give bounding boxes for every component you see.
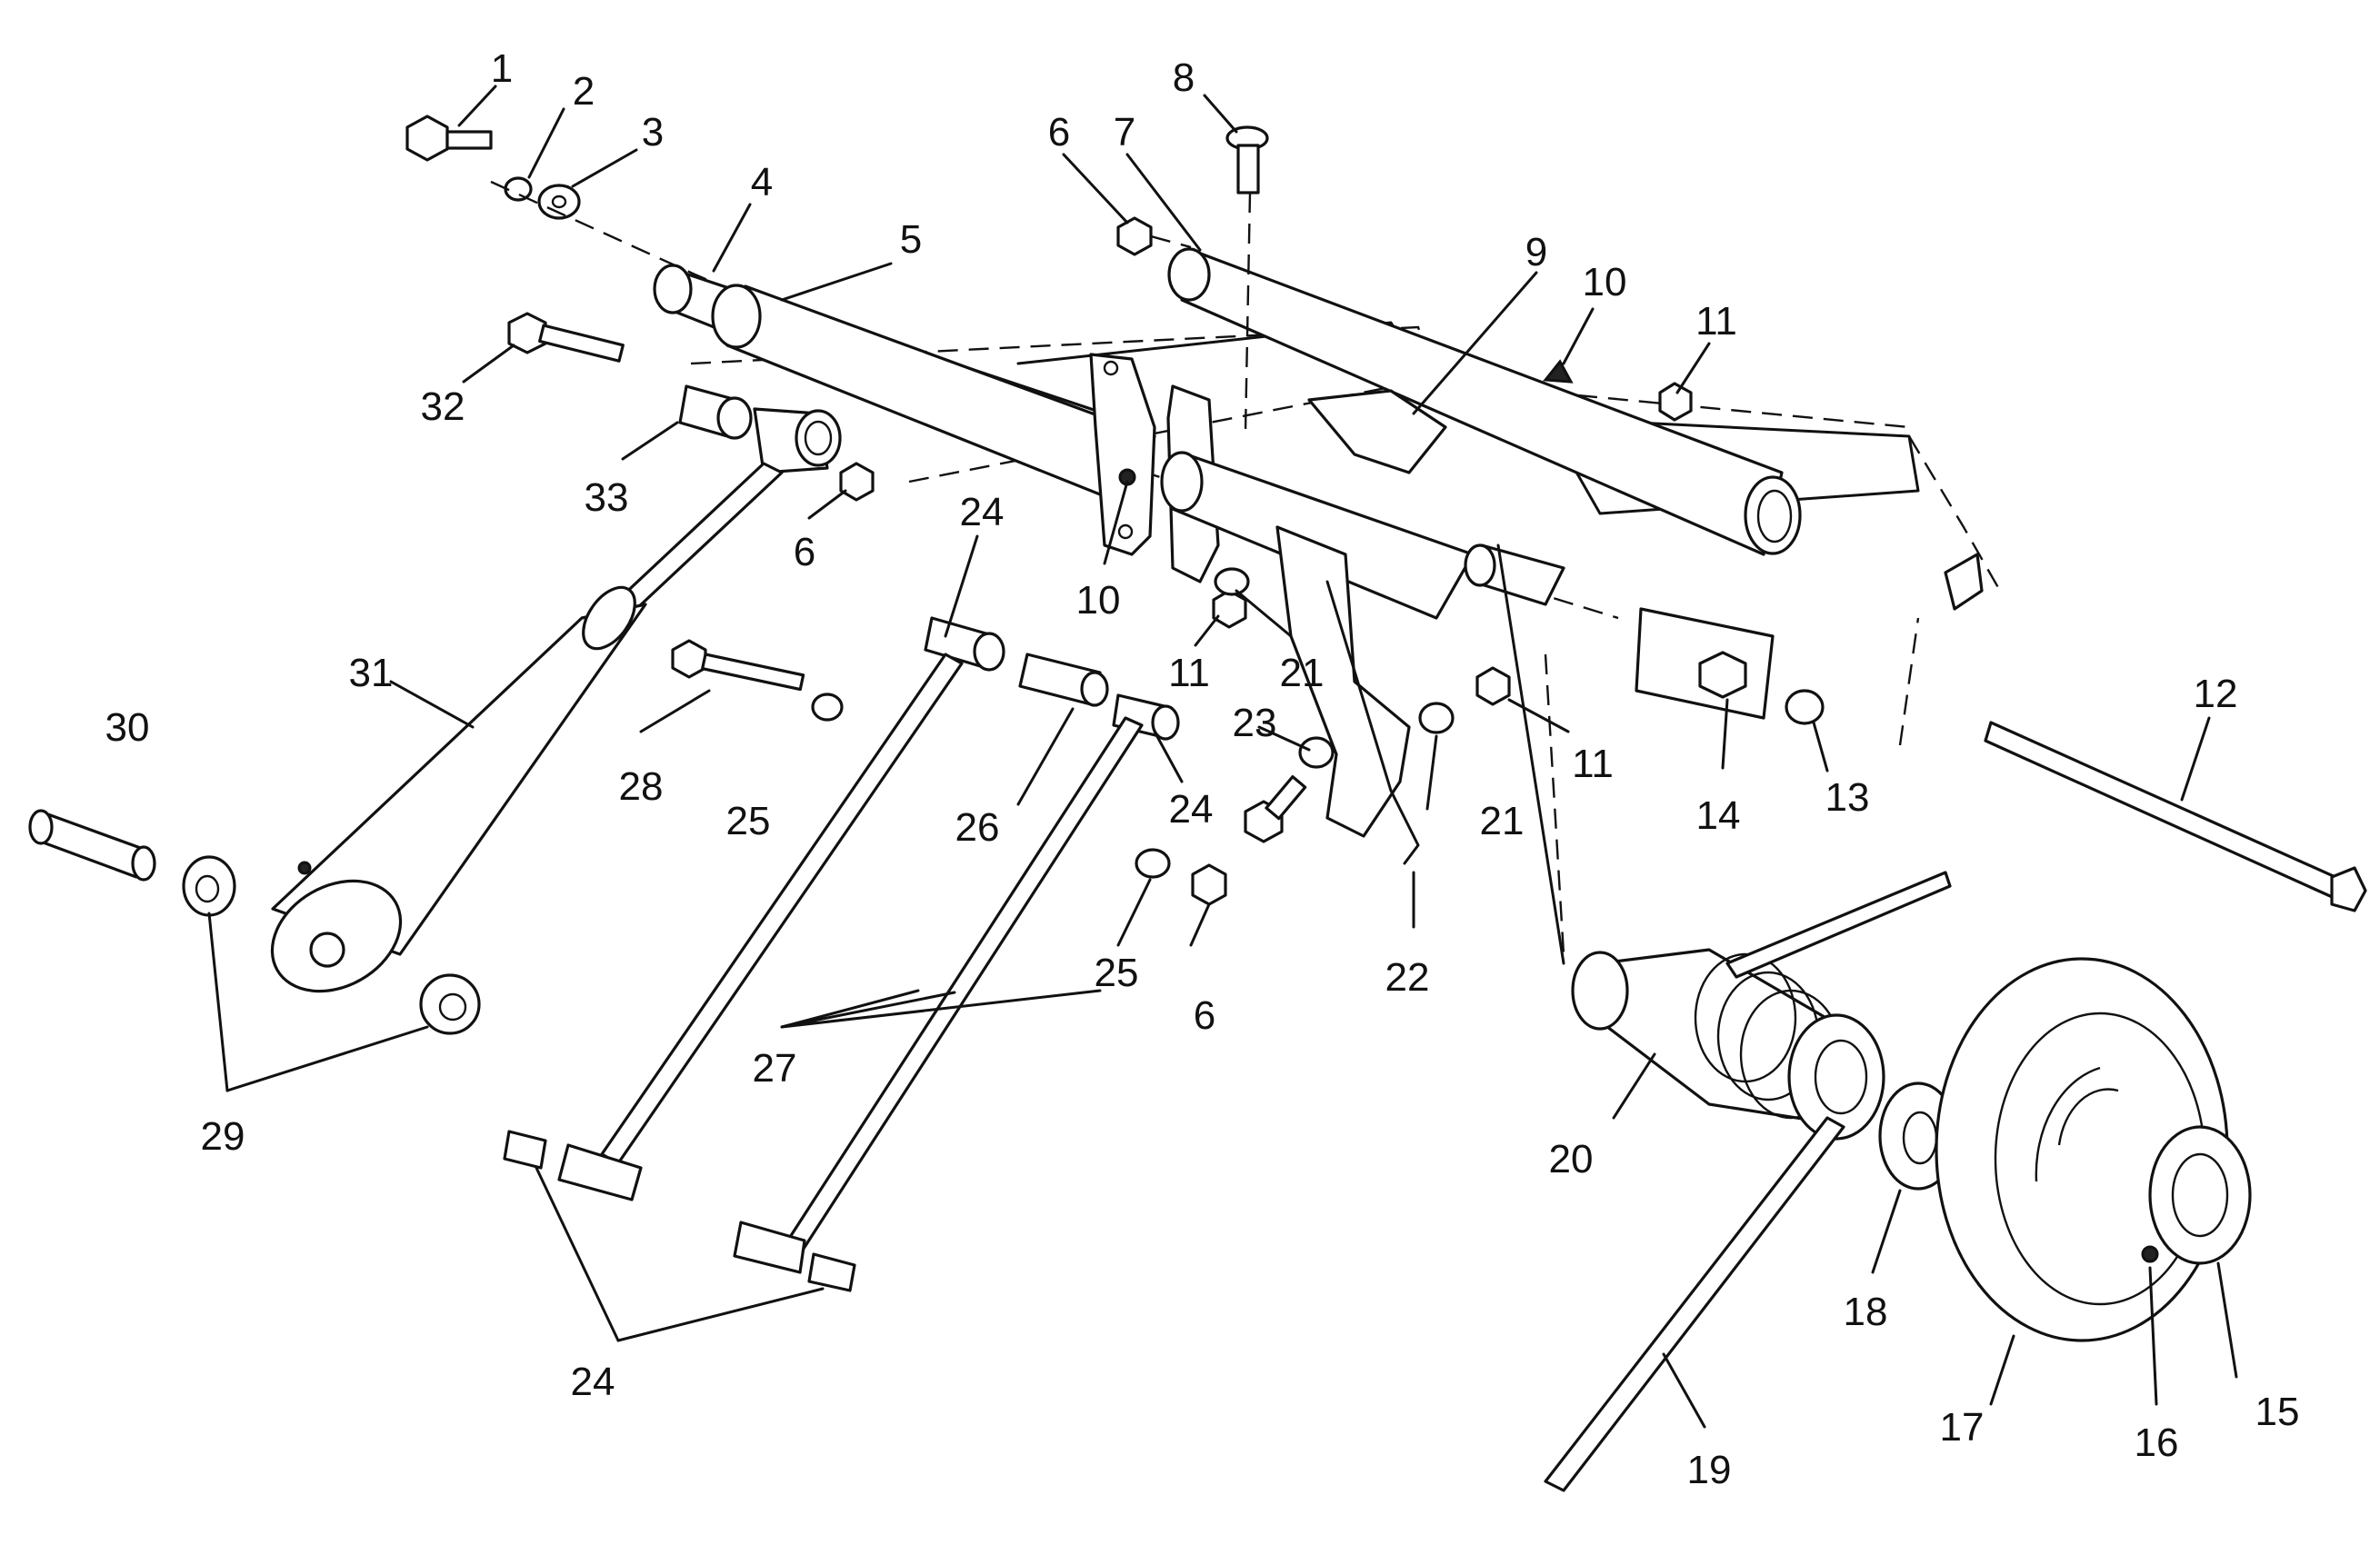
pivot-shaft <box>1160 451 1565 620</box>
label-8: 8 <box>1173 55 1195 100</box>
washer-25-left <box>811 693 844 722</box>
bolt-32 <box>507 312 625 363</box>
washer-21-left <box>1298 736 1335 769</box>
label-21-mid: 21 <box>1280 651 1325 695</box>
label-2: 2 <box>573 69 595 114</box>
label-24-bottom: 24 <box>571 1360 615 1404</box>
bolt-1 <box>405 115 493 162</box>
bolt-23 <box>1244 774 1307 843</box>
bushing-33 <box>678 384 753 440</box>
nut-11-top <box>1658 382 1693 422</box>
nut-11-mid <box>1212 589 1247 629</box>
label-30: 30 <box>105 705 150 750</box>
clip-10-top <box>1543 359 1574 384</box>
label-10-mid: 10 <box>1076 578 1121 623</box>
shock-31 <box>270 585 647 993</box>
label-28: 28 <box>619 764 664 809</box>
washer-21-top <box>1214 567 1250 596</box>
link-bottom-left <box>503 1130 643 1201</box>
callout-labels: 1 2 3 4 5 6 7 8 9 10 11 32 33 6 24 10 11… <box>105 46 2300 1492</box>
nut-6-left <box>839 462 875 502</box>
label-16: 16 <box>2135 1420 2179 1465</box>
label-20: 20 <box>1549 1137 1594 1181</box>
label-5: 5 <box>900 217 922 262</box>
label-12: 12 <box>2194 672 2238 716</box>
pin-30 <box>28 809 156 882</box>
label-15: 15 <box>2255 1390 2300 1434</box>
washer-25-right <box>1135 848 1171 879</box>
bracket-14 <box>1635 607 1775 720</box>
bushing-26 <box>1018 653 1109 707</box>
label-1: 1 <box>491 46 513 91</box>
nut-6-lower <box>1191 863 1227 906</box>
label-10-top: 10 <box>1583 260 1627 304</box>
link-bottom-right <box>733 1221 856 1292</box>
pin-16 <box>2141 1245 2159 1263</box>
label-18: 18 <box>1844 1290 1888 1334</box>
label-17: 17 <box>1940 1405 1985 1450</box>
link-top-eye <box>924 616 1005 672</box>
label-25-right: 25 <box>1095 951 1139 995</box>
label-29: 29 <box>201 1114 245 1159</box>
label-19: 19 <box>1687 1448 1732 1492</box>
pivot-plate <box>1089 353 1156 556</box>
label-6-top: 6 <box>1048 110 1070 154</box>
link-rod-27-right <box>782 716 1144 1256</box>
label-4: 4 <box>751 160 773 204</box>
label-27: 27 <box>753 1046 797 1091</box>
label-33: 33 <box>585 475 629 520</box>
plate-22 <box>1275 525 1420 865</box>
long-bolt-12 <box>1984 721 2367 912</box>
bolt-28 <box>671 639 805 692</box>
shock-eye <box>753 407 842 474</box>
label-11-mid: 11 <box>1168 651 1210 695</box>
bushing-29-a <box>182 855 236 917</box>
label-9: 9 <box>1525 230 1547 274</box>
spring-20 <box>1571 948 1885 1141</box>
label-31: 31 <box>349 651 394 695</box>
label-11-right: 11 <box>1572 742 1614 786</box>
bolt-8 <box>1225 125 1269 194</box>
nut-11-right <box>1475 666 1511 706</box>
label-6-lower: 6 <box>1194 993 1215 1038</box>
label-32: 32 <box>421 384 465 429</box>
label-7: 7 <box>1114 110 1135 154</box>
clip-right <box>1944 553 1984 611</box>
nut-6-top <box>1116 216 1153 256</box>
bushing-29-b <box>419 973 481 1035</box>
washer-3 <box>537 184 581 220</box>
label-11-top: 11 <box>1695 299 1737 344</box>
label-14: 14 <box>1696 793 1741 838</box>
washer-13 <box>1785 689 1825 725</box>
spacer-5 <box>711 284 1156 511</box>
label-26: 26 <box>955 805 1000 850</box>
bracket-9 <box>1307 389 1447 474</box>
label-24-mid: 24 <box>1169 787 1214 832</box>
label-24-top: 24 <box>960 490 1005 534</box>
label-6-left: 6 <box>794 530 815 574</box>
label-3: 3 <box>642 110 664 154</box>
shock-rod <box>616 462 784 611</box>
spring-arm-19 <box>1544 871 1952 1492</box>
label-21-right: 21 <box>1480 799 1525 843</box>
hub-15 <box>2148 1125 2252 1265</box>
label-22: 22 <box>1385 955 1430 1000</box>
washer-21-right <box>1418 702 1455 734</box>
label-25-left: 25 <box>726 799 771 843</box>
tube-7 <box>1167 247 1802 556</box>
leader-lines <box>207 85 2238 1429</box>
label-23: 23 <box>1233 701 1277 745</box>
label-13: 13 <box>1825 775 1870 820</box>
